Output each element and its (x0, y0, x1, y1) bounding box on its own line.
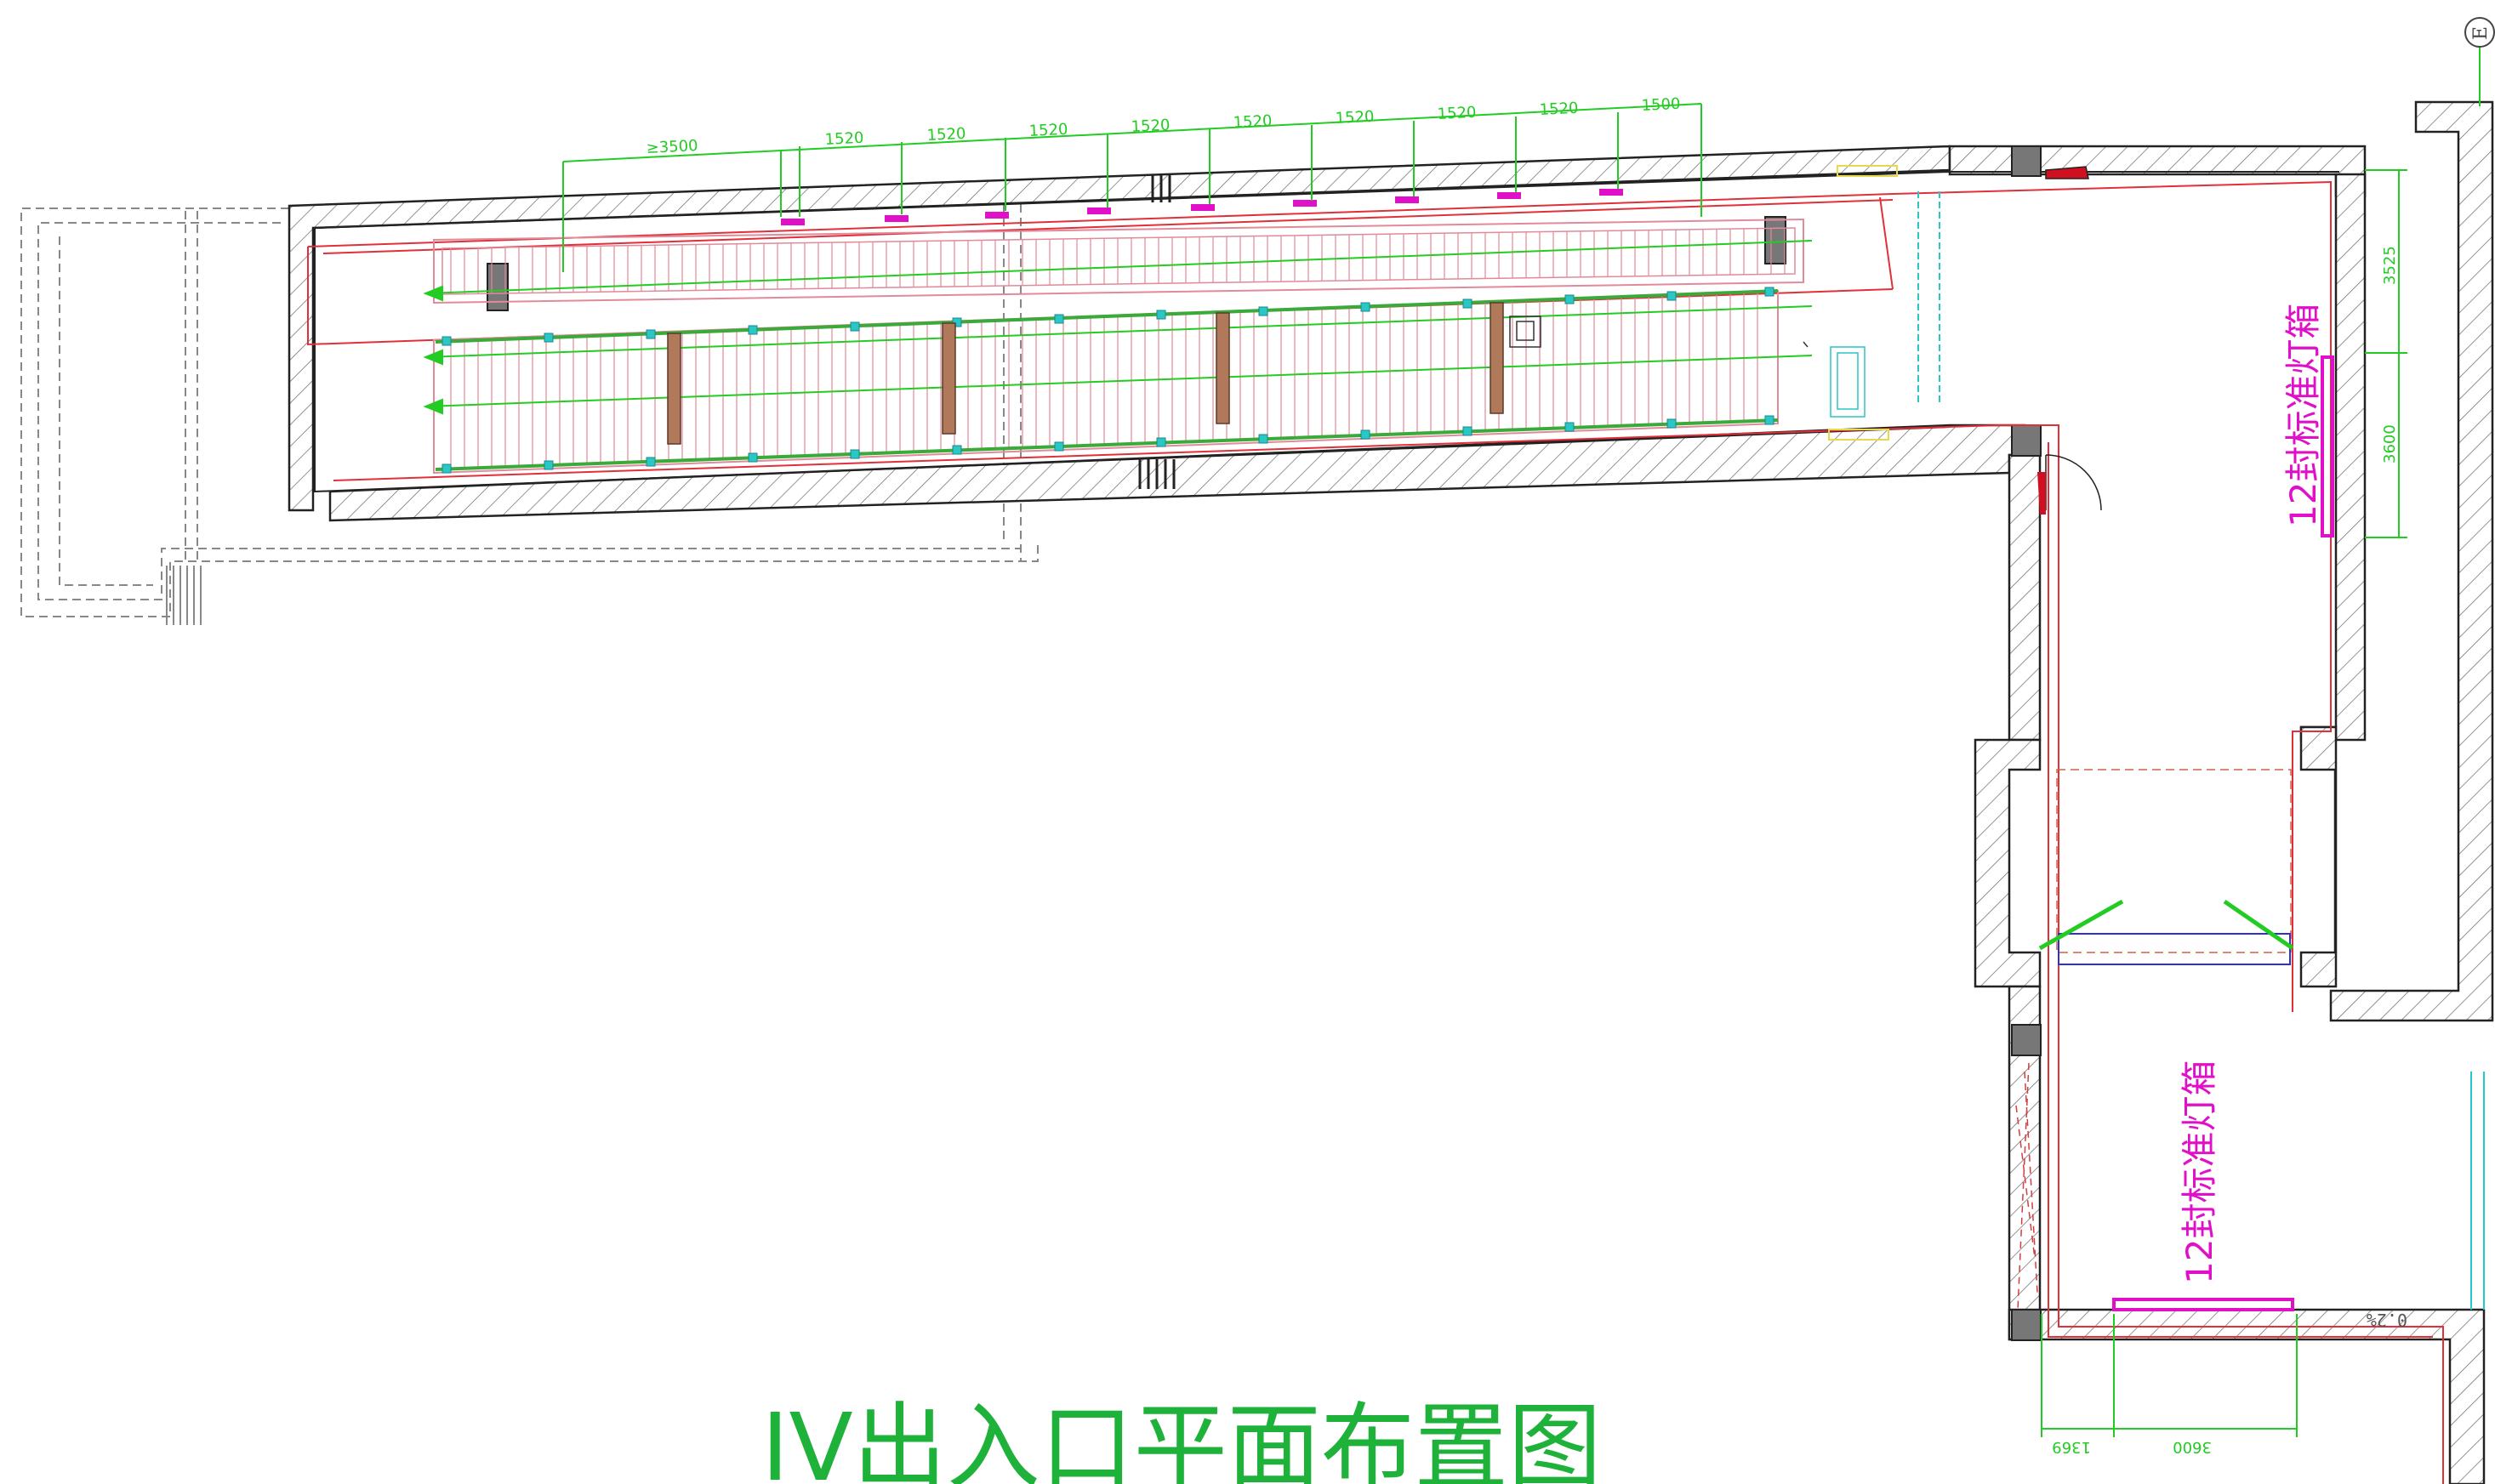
stairs-bottom-left (166, 566, 202, 625)
flow-arrows (423, 240, 1813, 415)
door-panels-cyan (1917, 191, 1940, 404)
dimension-text: 1520 (926, 125, 966, 145)
corridor-walls (1974, 100, 2494, 1484)
dimension-text: 1369 (2052, 1438, 2091, 1456)
passage-inner-outline (314, 171, 2339, 493)
dimension-labels-bottom: 1369 3600 (2052, 1438, 2212, 1456)
lightbox-label-bottom: 12封标准灯箱 (2179, 1060, 2220, 1284)
escalator-treads-upper (450, 228, 1786, 294)
dimension-text: 1520 (1539, 100, 1579, 119)
vestibule (2038, 769, 2294, 965)
stair-dividers (667, 302, 1504, 445)
equipment-details (1509, 316, 1866, 418)
slope-label: 0.2% (2367, 1310, 2407, 1330)
existing-structure-outline (20, 204, 1039, 617)
dimension-lines-top (562, 103, 1702, 272)
escalator-upper (433, 218, 1804, 304)
lower-corridor-details (2015, 1062, 2038, 1311)
wall-signs (781, 189, 1623, 225)
dimension-lines-bottom (2041, 1314, 2298, 1437)
dimension-text: ≥3500 (646, 137, 698, 157)
structural-columns (487, 145, 2042, 1341)
dimension-text: 1520 (1028, 121, 1068, 140)
dimension-text: 1520 (824, 129, 864, 149)
yellow-marks (1828, 165, 1898, 441)
right-edge-cyan (2470, 1072, 2485, 1310)
dimension-text: 3600 (2173, 1438, 2212, 1456)
escalator-handrails (435, 289, 1779, 471)
dimension-lines-right (2365, 169, 2407, 538)
dimension-text: 1520 (1335, 108, 1375, 128)
dimension-text: 3525 (2381, 246, 2399, 285)
dimension-text: 3600 (2381, 424, 2399, 463)
grid-axis-marker (2464, 17, 2495, 106)
lightbox-label-right: 12封标准灯箱 (2282, 304, 2324, 527)
dimension-text: 1520 (1233, 112, 1273, 132)
corridor-doors (2037, 166, 2102, 515)
dimension-text: 1500 (1641, 95, 1681, 115)
expansion-joints (1138, 174, 1176, 489)
handrail-posts (441, 287, 1774, 474)
dimension-labels-right: 3525 3600 (2381, 246, 2399, 463)
lightbox-bottom-wall (2112, 1298, 2294, 1311)
dimension-labels-top: ≥3500 1520 1520 1520 1520 1520 1520 1520… (646, 95, 1681, 157)
dimension-text: 1520 (1437, 104, 1477, 123)
grid-axis-label: E (2470, 26, 2492, 40)
dimension-text: 1520 (1131, 117, 1171, 136)
drawing-title: IV出入口平面布置图 (761, 1393, 1602, 1484)
lightbox-right-wall (2321, 355, 2334, 537)
